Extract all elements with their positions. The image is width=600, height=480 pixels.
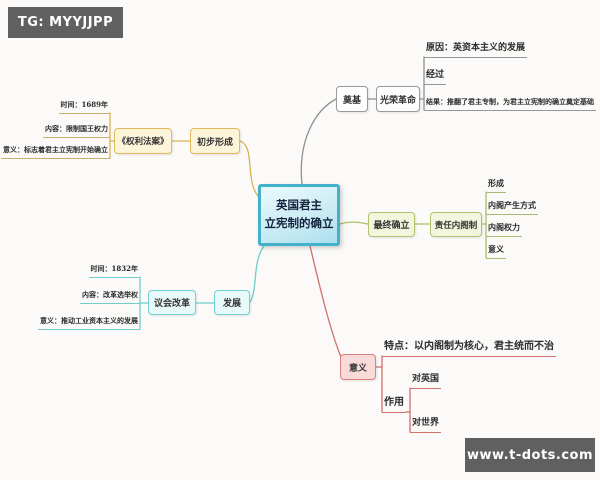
- node-glorious-revolution[interactable]: 光荣革命: [376, 86, 420, 112]
- leaf-reform-content[interactable]: 内容：改革选举权: [80, 289, 140, 304]
- connector-green-branch: [339, 191, 487, 259]
- leaf-cabinet-method[interactable]: 内阁产生方式: [486, 199, 538, 215]
- leaf-bill-content[interactable]: 内容：限制国王权力: [43, 123, 110, 138]
- leaf-gr-cause[interactable]: 原因：英资本主义的发展: [424, 41, 528, 58]
- node-significance[interactable]: 意义: [340, 354, 376, 380]
- leaf-reform-significance[interactable]: 意义：推动工业资本主义的发展: [38, 315, 140, 330]
- node-parliamentary-reform[interactable]: 议会改革: [148, 290, 196, 315]
- leaf-reform-time[interactable]: 时间：1832年: [88, 263, 140, 278]
- leaf-feature[interactable]: 特点：以内阁制为核心，君主统而不治: [382, 339, 556, 357]
- leaf-cabinet-power[interactable]: 内阁权力: [486, 221, 522, 237]
- center-topic[interactable]: 英国君主 立宪制的确立: [258, 184, 340, 246]
- node-final-establishment[interactable]: 最终确立: [368, 212, 415, 237]
- leaf-bill-significance[interactable]: 意义：标志着君主立宪制开始确立: [1, 144, 110, 159]
- node-responsible-cabinet[interactable]: 责任内阁制: [430, 212, 482, 237]
- connector-red-branch: [309, 245, 411, 433]
- leaf-bill-time[interactable]: 时间：1689年: [58, 99, 110, 114]
- connector-yellow-branch: [109, 112, 261, 199]
- leaf-cabinet-formation[interactable]: 形成: [486, 177, 506, 193]
- node-preliminary-formation[interactable]: 初步形成: [190, 128, 240, 154]
- watermark-telegram: TG: MYYJJPP: [8, 7, 123, 38]
- leaf-britain[interactable]: 对英国: [410, 372, 442, 389]
- connector-cyan-branch: [139, 245, 265, 330]
- leaf-role[interactable]: 作用: [382, 395, 406, 413]
- center-topic-line2: 立宪制的确立: [264, 216, 334, 230]
- leaf-cabinet-significance[interactable]: 意义: [486, 243, 506, 259]
- connector-gray-branch: [300, 56, 425, 185]
- leaf-gr-process[interactable]: 经过: [424, 68, 447, 85]
- center-topic-line1: 英国君主: [276, 198, 322, 213]
- node-development[interactable]: 发展: [214, 290, 250, 315]
- watermark-website: www.t-dots.com: [465, 438, 595, 472]
- leaf-gr-result[interactable]: 结果：推翻了君主专制，为君主立宪制的确立奠定基础: [424, 96, 596, 111]
- node-bill-of-rights[interactable]: 《权利法案》: [114, 128, 172, 154]
- node-foundation[interactable]: 奠基: [336, 86, 368, 112]
- leaf-world[interactable]: 对世界: [410, 416, 442, 433]
